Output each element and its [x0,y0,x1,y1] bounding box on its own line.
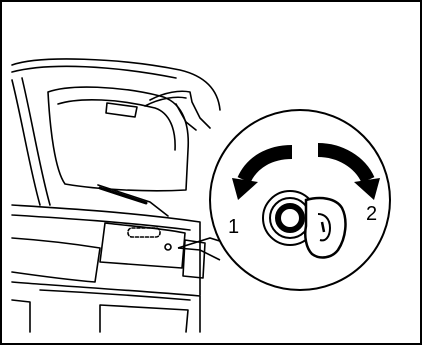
roof-inner-line [12,66,176,78]
license-lamp [128,228,160,237]
tailgate-panel [12,205,200,295]
bumper-plate-area [100,305,188,332]
position-1-label: 1 [228,216,239,238]
window-inner-line [58,100,175,150]
high-mount-stop-light [106,103,137,117]
keyhole [165,244,171,250]
position-2-label: 2 [366,203,377,225]
vehicle-rear-view [12,59,220,332]
left-tail-light [12,238,100,282]
license-plate-recess [100,223,185,268]
magnified-lock-detail: 1 2 [210,110,390,290]
rear-window [48,87,188,191]
